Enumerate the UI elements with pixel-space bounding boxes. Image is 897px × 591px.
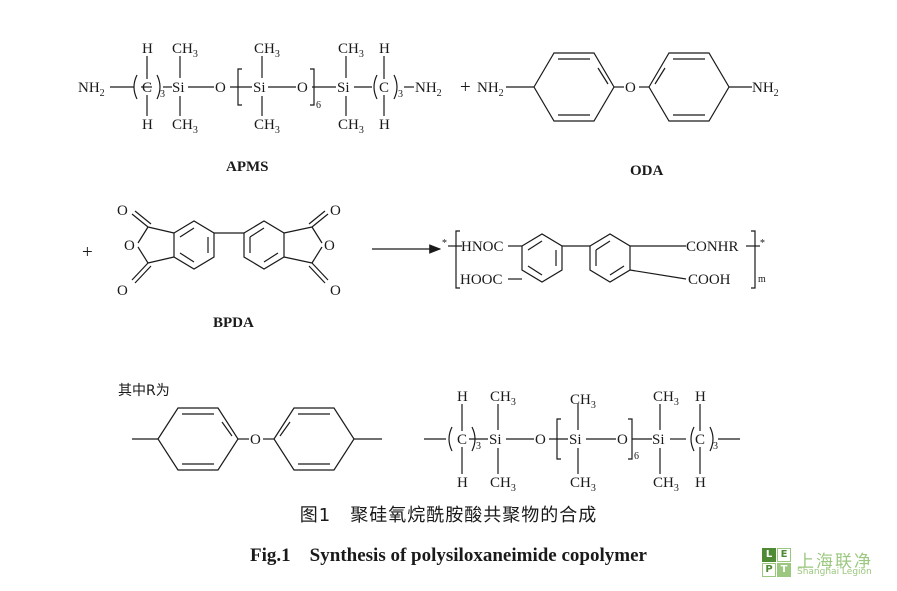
product-star: *	[760, 238, 765, 249]
apms-ch3: CH3	[338, 117, 364, 136]
logo-letter: L	[762, 548, 776, 562]
r-h: H	[695, 389, 706, 405]
apms-label: APMS	[226, 159, 269, 175]
watermark-logo: L E P T 上海联净 Shanghai Legion	[762, 548, 890, 582]
bpda-o: O	[124, 238, 135, 254]
logo-letter: E	[777, 548, 791, 562]
r-h: H	[457, 475, 468, 491]
r-ch3: CH3	[490, 389, 516, 408]
r-siloxane	[424, 404, 740, 474]
apms-ch3: CH3	[172, 117, 198, 136]
r-sub3: 3	[476, 441, 481, 452]
logo-company-en: Shanghai Legion	[797, 567, 872, 577]
r-c: C	[457, 432, 467, 448]
apms-c: C	[142, 80, 152, 96]
bpda-o: O	[117, 203, 128, 219]
oda-nh2-right: NH2	[752, 80, 779, 99]
logo-company-name: 上海联净	[797, 552, 873, 572]
r-h: H	[457, 389, 468, 405]
plus-sign-2: +	[82, 242, 93, 263]
figure-caption-en: Fig.1 Synthesis of polysiloxaneimide cop…	[250, 545, 647, 566]
r-sub3: 3	[713, 441, 718, 452]
product-hooc: HOOC	[460, 272, 503, 288]
r-ch3: CH3	[653, 475, 679, 494]
r-group-note: 其中R为	[118, 383, 170, 399]
apms-si: Si	[337, 80, 350, 96]
plus-sign-1: +	[460, 77, 471, 98]
r-si: Si	[569, 432, 582, 448]
r-c: C	[695, 432, 705, 448]
apms-ch3: CH3	[338, 41, 364, 60]
apms-ch3: CH3	[254, 41, 280, 60]
r-ch3: CH3	[570, 392, 596, 411]
apms-ch3: CH3	[254, 117, 280, 136]
apms-o: O	[215, 80, 226, 96]
product-m: m	[758, 274, 766, 285]
lept-logo-icon: L E P T	[762, 548, 792, 578]
r-diphenyl-ether	[132, 407, 382, 471]
product-structure	[448, 230, 760, 289]
bpda-o: O	[330, 203, 341, 219]
apms-structure	[110, 56, 414, 116]
apms-nh2-right: NH2	[415, 80, 442, 99]
oda-structure	[506, 52, 752, 122]
logo-letter: P	[762, 563, 776, 577]
apms-sub3: 3	[160, 89, 165, 100]
r-ch3: CH3	[570, 475, 596, 494]
oda-o: O	[625, 80, 636, 96]
bpda-o: O	[324, 238, 335, 254]
r-ch3: CH3	[490, 475, 516, 494]
product-conhr: CONHR	[686, 239, 739, 255]
r-si: Si	[652, 432, 665, 448]
apms-si: Si	[253, 80, 266, 96]
r-sub6: 6	[634, 451, 639, 462]
r-ether-o: O	[250, 432, 261, 448]
r-o: O	[617, 432, 628, 448]
apms-h: H	[379, 117, 390, 133]
figure-caption-cn: 图1 聚硅氧烷酰胺酸共聚物的合成	[299, 505, 598, 526]
apms-h: H	[142, 41, 153, 57]
bpda-o: O	[117, 283, 128, 299]
product-cooh: COOH	[688, 272, 731, 288]
r-h: H	[695, 475, 706, 491]
apms-sub6: 6	[316, 100, 321, 111]
apms-h: H	[379, 41, 390, 57]
product-star: *	[442, 238, 447, 249]
apms-nh2-left: NH2	[78, 80, 105, 99]
apms-c: C	[379, 80, 389, 96]
bpda-structure	[131, 210, 329, 284]
oda-label: ODA	[630, 163, 664, 179]
logo-letter: T	[777, 563, 791, 577]
apms-si: Si	[172, 80, 185, 96]
r-si: Si	[489, 432, 502, 448]
oda-nh2-left: NH2	[477, 80, 504, 99]
apms-h: H	[142, 117, 153, 133]
r-o: O	[535, 432, 546, 448]
product-hnoc: HNOC	[461, 239, 504, 255]
bpda-label: BPDA	[213, 315, 254, 331]
apms-o: O	[297, 80, 308, 96]
apms-sub3: 3	[398, 89, 403, 100]
apms-ch3: CH3	[172, 41, 198, 60]
r-ch3: CH3	[653, 389, 679, 408]
bpda-o: O	[330, 283, 341, 299]
